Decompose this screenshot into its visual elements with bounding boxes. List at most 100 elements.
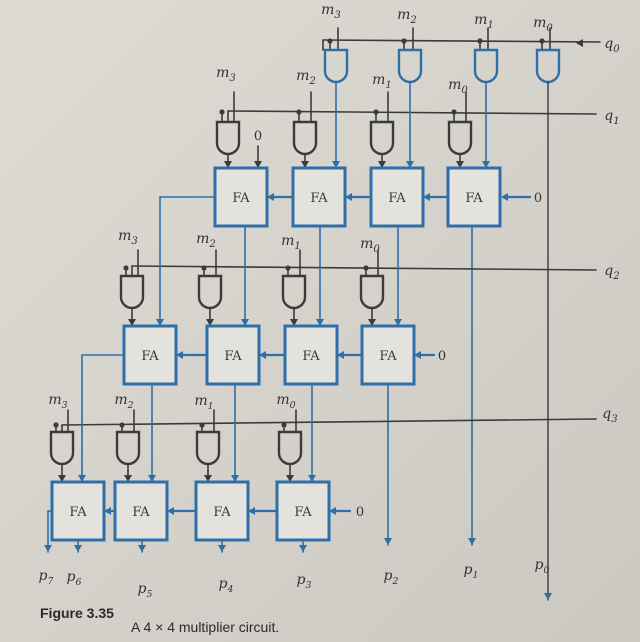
q0-label: q0 — [604, 36, 620, 55]
row2-q-dot-m2 — [201, 265, 207, 271]
fa2-to-fa3-arrow-2 — [308, 475, 316, 482]
fa1-to-fa2-arrow-2 — [394, 319, 402, 326]
row1-gate-arrow-1 — [301, 161, 309, 168]
p3-arrow — [299, 545, 307, 552]
row2-label-m0: m0 — [360, 236, 380, 255]
fa-row2-2-label: FA — [302, 349, 320, 364]
row3-label-m2: m2 — [114, 392, 133, 411]
fa2-cin-arrow — [414, 351, 421, 359]
row1-label-m0: m0 — [448, 77, 468, 96]
q2-label: q2 — [604, 263, 619, 282]
row1-gate-m0 — [447, 120, 473, 156]
row1-label-m1: m1 — [372, 72, 392, 91]
fa3-cin-zero: 0 — [356, 505, 364, 520]
row0-q-dot-m0 — [539, 38, 545, 44]
out-label-p3: p3 — [297, 572, 312, 591]
p5-arrow — [138, 545, 146, 552]
row0-label-m3: m3 — [321, 2, 341, 21]
row0-to-fa1-arrow-0 — [332, 161, 340, 168]
row1-gate-arrow-3 — [456, 161, 464, 168]
row0-gate-m3 — [323, 48, 349, 84]
row0-gate-m1 — [473, 48, 499, 84]
row1-label-m3: m3 — [216, 65, 236, 84]
row2-gate-m1 — [281, 274, 307, 310]
row3-gate-arrow-3 — [286, 475, 294, 482]
row2-label-m1: m1 — [281, 233, 301, 252]
q0-arrow — [576, 39, 583, 47]
fa-row1-2-label: FA — [388, 191, 406, 206]
row2-gate-m2 — [197, 274, 223, 310]
fa-row1-3-label: FA — [465, 191, 483, 206]
fa-row2-3-label: FA — [379, 349, 397, 364]
fa3-carry-arrow-1 — [167, 507, 174, 515]
fa1-carry-arrow-1 — [345, 193, 352, 201]
q1-line — [227, 110, 597, 115]
row3-gate-arrow-2 — [204, 475, 212, 482]
row3-label-m3: m3 — [48, 392, 67, 411]
fa1-cout-arrow — [156, 319, 164, 326]
fa1-to-fa2-arrow-1 — [316, 319, 324, 326]
fa2-cin-zero: 0 — [438, 349, 446, 364]
fa1-carry-arrow-2 — [423, 193, 430, 201]
row3-gate-m2 — [115, 430, 141, 466]
fa-row3-1-label: FA — [132, 505, 150, 520]
row3-q-dot-m1 — [199, 422, 205, 428]
figure-number: Figure 3.35 — [40, 605, 114, 621]
row2-gate-arrow-0 — [128, 319, 136, 326]
row1-gate-arrow-0 — [224, 161, 232, 168]
row0-q-dot-m2 — [401, 38, 407, 44]
row2-q-dot-m0 — [363, 265, 369, 271]
row3-gate-arrow-1 — [124, 475, 132, 482]
out-label-p5: p5 — [138, 581, 153, 600]
row0-label-m1: m1 — [474, 12, 494, 31]
row3-gate-arrow-0 — [58, 475, 66, 482]
row3-gate-m1 — [195, 430, 221, 466]
out-label-p1: p1 — [464, 562, 479, 581]
out-label-p2: p2 — [384, 568, 399, 587]
fa3-carry-arrow-0 — [104, 507, 111, 515]
fa-row3-3-label: FA — [294, 505, 312, 520]
out-label-p6: p6 — [67, 569, 82, 588]
row1-gate-m1 — [369, 120, 395, 156]
row2-gate-arrow-1 — [206, 319, 214, 326]
q3-label: q3 — [602, 406, 617, 425]
row2-gate-arrow-2 — [290, 319, 298, 326]
q1-label: q1 — [604, 108, 619, 127]
row0-label-m2: m2 — [397, 7, 417, 26]
out-label-p4: p4 — [219, 576, 234, 595]
p4-arrow — [218, 545, 226, 552]
row1-zero-in: 0 — [254, 129, 262, 144]
row1-q-dot-m2 — [296, 109, 302, 115]
p7-arrow — [44, 545, 52, 552]
row0-gate-m2 — [397, 48, 423, 84]
row2-label-m2: m2 — [196, 231, 216, 250]
figure-caption: A 4 × 4 multiplier circuit. — [131, 619, 279, 635]
p2-arrow — [384, 538, 392, 545]
fa-row1-0-label: FA — [232, 191, 250, 206]
row1-q-dot-m0 — [451, 109, 457, 115]
fa2-carry-arrow-0 — [176, 351, 183, 359]
row3-label-m0: m0 — [276, 392, 295, 411]
row0-gate-m0 — [535, 48, 561, 84]
fa-row3-0-label: FA — [69, 505, 87, 520]
fa-row1-1 — [291, 166, 347, 228]
row0-to-fa1-arrow-2 — [482, 161, 490, 168]
row1-gate-m2 — [292, 120, 318, 156]
fa-row1-3 — [446, 166, 502, 228]
row3-gate-m0 — [277, 430, 303, 466]
fa2-to-fa3-arrow-1 — [231, 475, 239, 482]
fa2-to-fa3-arrow-0 — [148, 475, 156, 482]
row2-gate-m0 — [359, 274, 385, 310]
fa2-carry-arrow-2 — [337, 351, 344, 359]
row0-to-fa1-arrow-1 — [406, 161, 414, 168]
row2-gate-arrow-3 — [368, 319, 376, 326]
row0-q-dot-m3 — [327, 38, 333, 44]
fa1-cin-arrow — [501, 193, 508, 201]
fa3-cin-arrow — [329, 507, 336, 515]
fa2-carry-arrow-1 — [259, 351, 266, 359]
q3-line — [61, 418, 597, 426]
row1-gate-arrow-2 — [378, 161, 386, 168]
out-label-p7: p7 — [39, 568, 54, 587]
fa-row1-0 — [213, 166, 269, 228]
